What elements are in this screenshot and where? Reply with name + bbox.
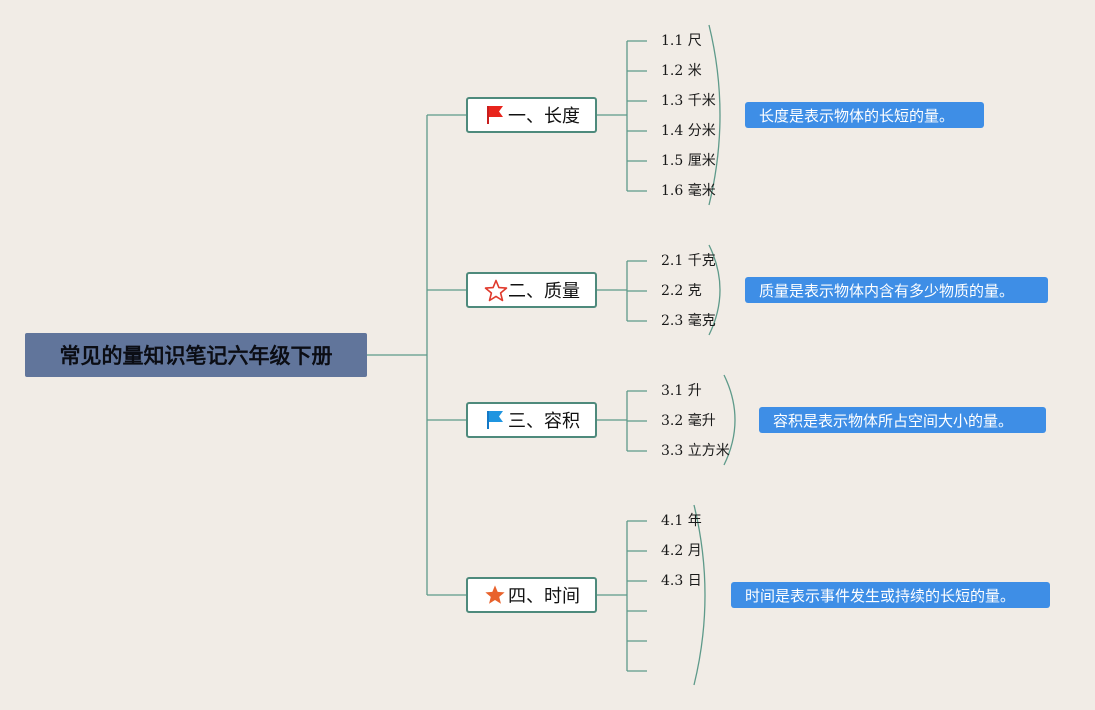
subtopic-item[interactable]: 1.1 尺 bbox=[661, 33, 702, 49]
subtopic-item[interactable]: 1.5 厘米 bbox=[661, 153, 716, 169]
subtopic-item[interactable]: 2.3 毫克 bbox=[661, 313, 716, 329]
orange-star-icon bbox=[484, 584, 506, 606]
topic-label: 三、容积 bbox=[508, 411, 580, 432]
summary-note-mass[interactable]: 质量是表示物体内含有多少物质的量。 bbox=[745, 277, 1048, 303]
subtopic-item[interactable]: 2.2 克 bbox=[661, 283, 702, 299]
topic-label: 四、时间 bbox=[508, 586, 580, 607]
summary-note-length[interactable]: 长度是表示物体的长短的量。 bbox=[745, 102, 984, 128]
red-flag-icon bbox=[484, 104, 506, 126]
topic-label: 一、长度 bbox=[508, 106, 580, 127]
subtopic-item[interactable]: 3.2 毫升 bbox=[661, 413, 716, 429]
topic-length[interactable]: 一、长度 bbox=[466, 97, 597, 133]
subtopic-item[interactable]: 3.3 立方米 bbox=[661, 443, 730, 459]
topic-mass[interactable]: 二、质量 bbox=[466, 272, 597, 308]
topic-time[interactable]: 四、时间 bbox=[466, 577, 597, 613]
summary-brace bbox=[708, 24, 721, 206]
topic-label: 二、质量 bbox=[508, 281, 580, 302]
topic-volume[interactable]: 三、容积 bbox=[466, 402, 597, 438]
subtopic-item[interactable]: 4.3 日 bbox=[661, 573, 702, 589]
subtopic-item[interactable]: 1.3 千米 bbox=[661, 93, 716, 109]
summary-note-time[interactable]: 时间是表示事件发生或持续的长短的量。 bbox=[731, 582, 1050, 608]
subtopic-item[interactable]: 1.4 分米 bbox=[661, 123, 716, 139]
summary-note-volume[interactable]: 容积是表示物体所占空间大小的量。 bbox=[759, 407, 1046, 433]
summary-brace bbox=[723, 374, 736, 466]
star-outline-icon bbox=[484, 279, 508, 302]
subtopic-item[interactable]: 3.1 升 bbox=[661, 383, 702, 399]
summary-brace bbox=[708, 244, 721, 336]
summary-brace bbox=[693, 504, 706, 686]
subtopic-item[interactable]: 4.1 年 bbox=[661, 513, 702, 529]
subtopic-item[interactable]: 2.1 千克 bbox=[661, 253, 716, 269]
subtopic-item[interactable]: 1.6 毫米 bbox=[661, 183, 716, 199]
subtopic-item[interactable]: 1.2 米 bbox=[661, 63, 702, 79]
subtopic-item[interactable]: 4.2 月 bbox=[661, 543, 702, 559]
root-topic[interactable]: 常见的量知识笔记六年级下册 bbox=[25, 333, 367, 377]
blue-flag-icon bbox=[484, 409, 506, 431]
